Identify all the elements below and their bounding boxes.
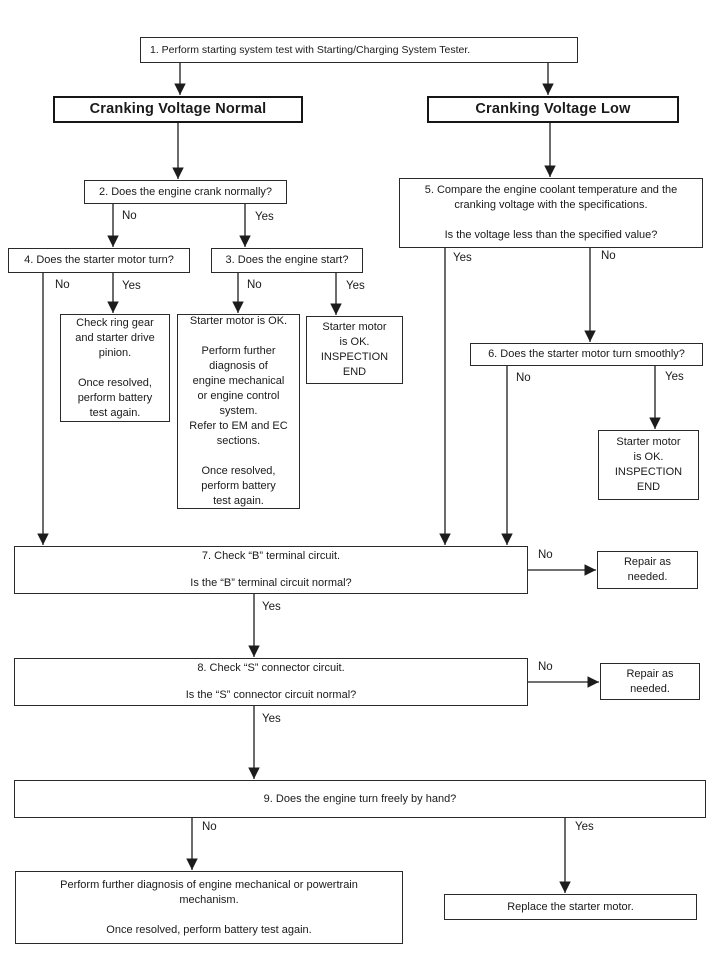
node-step1-text: 1. Perform starting system test with Sta…	[150, 43, 471, 56]
inspection-end-2-text: Starter motor is OK. INSPECTION END	[614, 436, 683, 493]
label-step2-no: No	[122, 210, 137, 222]
label-step3-no: No	[247, 279, 262, 291]
node-step9: 9. Does the engine turn freely by hand?	[14, 780, 706, 818]
repair-1-text: Repair as needed.	[623, 556, 672, 583]
branch-normal-text: Cranking Voltage Normal	[89, 101, 267, 117]
node-diagnosis-powertrain: Perform further diagnosis of engine mech…	[15, 871, 403, 944]
label-step9-no: No	[202, 821, 217, 833]
node-step9-text: 9. Does the engine turn freely by hand?	[263, 792, 457, 805]
node-step2-text: 2. Does the engine crank normally?	[98, 185, 273, 198]
label-step9-yes: Yes	[575, 821, 594, 833]
label-step7-yes: Yes	[262, 601, 281, 613]
label-step5-yes: Yes	[453, 252, 472, 264]
node-branch-cranking-voltage-low: Cranking Voltage Low	[427, 96, 679, 123]
starter-ok-diag-text: Starter motor is OK. Perform further dia…	[189, 315, 288, 507]
inspection-end-1-text: Starter motor is OK. INSPECTION END	[320, 321, 389, 378]
node-inspection-end-2: Starter motor is OK. INSPECTION END	[598, 430, 699, 500]
node-step7-text: 7. Check “B” terminal circuit. Is the “B…	[190, 549, 352, 589]
node-step4: 4. Does the starter motor turn?	[8, 248, 190, 273]
node-branch-cranking-voltage-normal: Cranking Voltage Normal	[53, 96, 303, 123]
node-step6-text: 6. Does the starter motor turn smoothly?	[488, 348, 685, 360]
label-step4-no: No	[55, 279, 70, 291]
node-step8-text: 8. Check “S” connector circuit. Is the “…	[185, 661, 357, 701]
label-step2-yes: Yes	[255, 211, 274, 223]
check-ring-gear-text: Check ring gear and starter drive pinion…	[75, 316, 155, 419]
node-replace-starter-motor: Replace the starter motor.	[444, 894, 697, 920]
label-step7-no: No	[538, 549, 553, 561]
node-step3: 3. Does the engine start?	[211, 248, 363, 273]
node-step2: 2. Does the engine crank normally?	[84, 180, 287, 204]
node-step6: 6. Does the starter motor turn smoothly?	[470, 343, 703, 366]
diag-powertrain-text: Perform further diagnosis of engine mech…	[60, 878, 358, 936]
replace-starter-text: Replace the starter motor.	[507, 900, 634, 913]
label-step6-no: No	[516, 372, 531, 384]
label-step8-no: No	[538, 661, 553, 673]
node-step7: 7. Check “B” terminal circuit. Is the “B…	[14, 546, 528, 594]
node-step1: 1. Perform starting system test with Sta…	[140, 37, 578, 63]
node-repair-as-needed-1: Repair as needed.	[597, 551, 698, 589]
node-step8: 8. Check “S” connector circuit. Is the “…	[14, 658, 528, 706]
node-repair-as-needed-2: Repair as needed.	[600, 663, 700, 700]
node-step5: 5. Compare the engine coolant temperatur…	[399, 178, 703, 248]
label-step8-yes: Yes	[262, 713, 281, 725]
node-check-ring-gear: Check ring gear and starter drive pinion…	[60, 314, 170, 422]
label-step3-yes: Yes	[346, 280, 365, 292]
branch-low-text: Cranking Voltage Low	[475, 101, 631, 117]
node-step3-text: 3. Does the engine start?	[225, 254, 349, 266]
node-starter-ok-further-diagnosis: Starter motor is OK. Perform further dia…	[177, 314, 300, 509]
node-inspection-end-1: Starter motor is OK. INSPECTION END	[306, 316, 403, 384]
label-step6-yes: Yes	[665, 371, 684, 383]
node-step5-text: 5. Compare the engine coolant temperatur…	[424, 184, 678, 241]
repair-2-text: Repair as needed.	[626, 667, 674, 695]
label-step4-yes: Yes	[122, 280, 141, 292]
node-step4-text: 4. Does the starter motor turn?	[24, 254, 174, 266]
label-step5-no: No	[601, 250, 616, 262]
